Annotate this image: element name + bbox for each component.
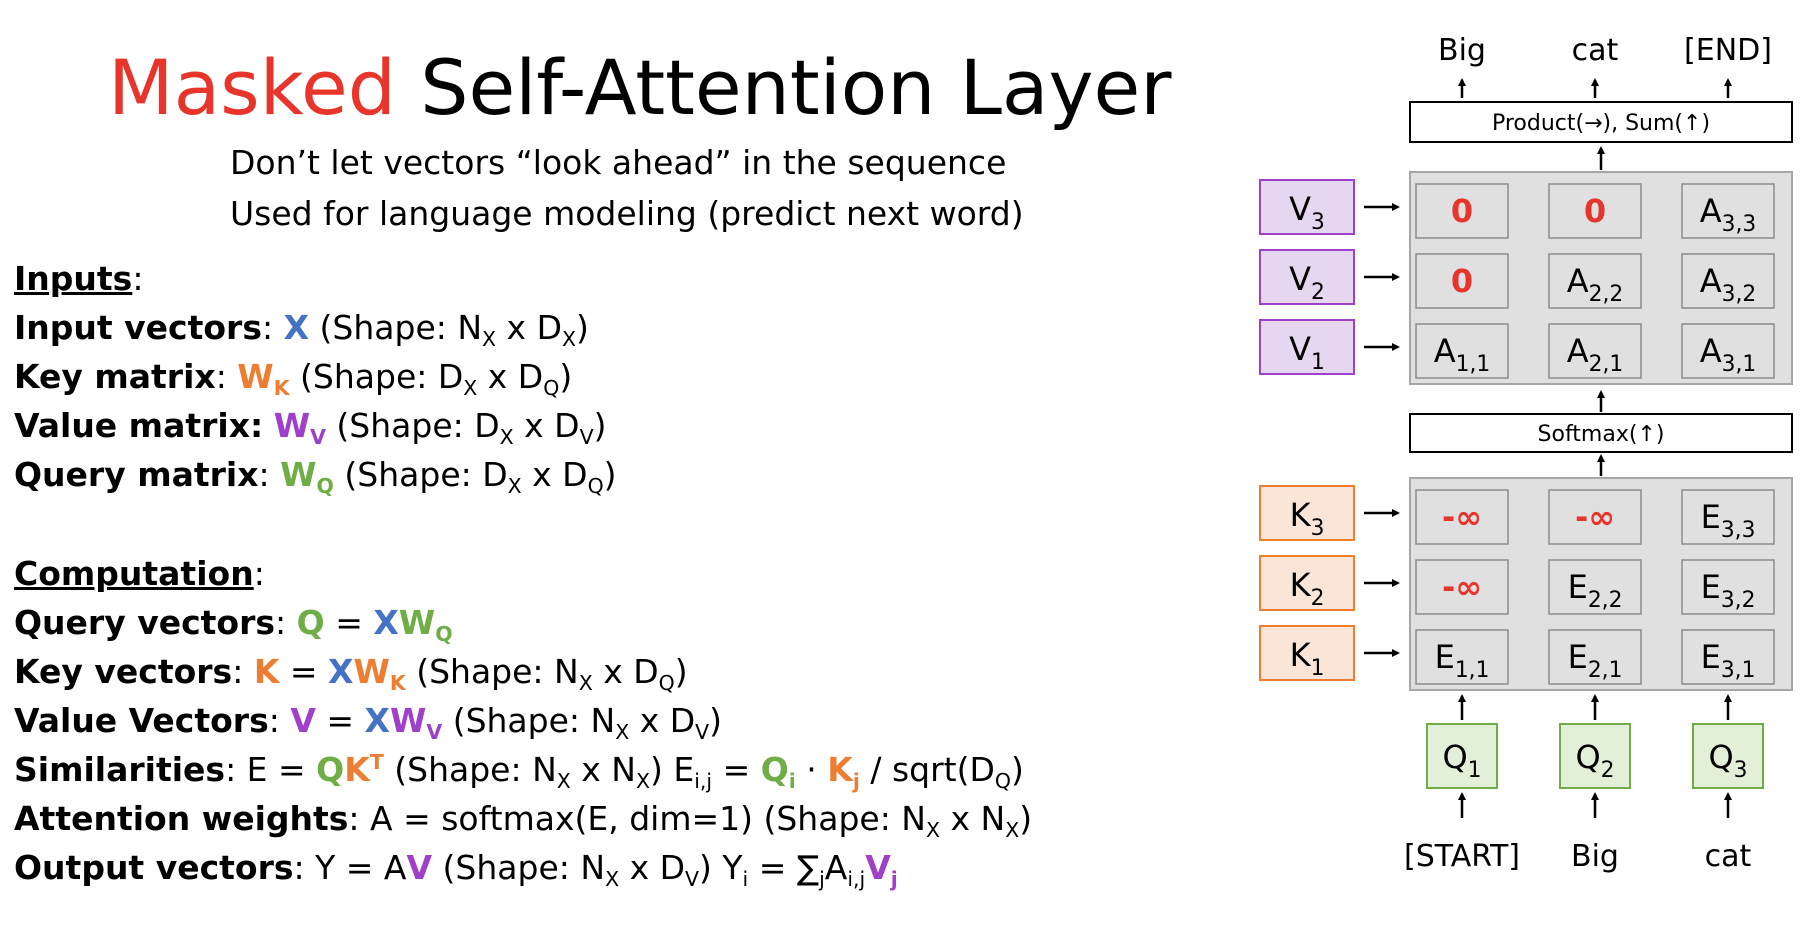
attention-cell (1681, 323, 1775, 379)
wk-symbol: WK (237, 357, 290, 401)
similarity-cell (1681, 629, 1775, 685)
x-symbol: X (283, 308, 310, 347)
attention-cell-label: A3,3 (1700, 192, 1756, 237)
attention-cell (1415, 183, 1509, 239)
attention-cell (1681, 253, 1775, 309)
attention-weights-line: Attention weights: A = softmax(E, dim=1)… (14, 799, 1033, 843)
similarity-cell-label: E2,1 (1568, 638, 1623, 683)
query-box-1 (1426, 723, 1498, 789)
input-vectors-line: Input vectors: X (Shape: NX x DX) (14, 308, 589, 352)
query-box-2 (1559, 723, 1631, 789)
similarity-cell (1415, 489, 1509, 545)
key-label-box (1259, 625, 1355, 681)
attention-cell (1681, 183, 1775, 239)
key-matrix-line: Key matrix: WK (Shape: DX x DQ) (14, 357, 573, 401)
output-word-2: cat (1572, 33, 1619, 68)
attention-cell-label: A3,2 (1700, 262, 1756, 307)
product-sum-label: Product(→), Sum(↑) (1492, 111, 1710, 136)
title-highlight: Masked (108, 43, 397, 132)
attention-cell-label: A2,1 (1567, 332, 1623, 377)
query-label-2: Q2 (1575, 738, 1614, 783)
subtitle-line-1: Don’t let vectors “look ahead” in the se… (230, 143, 1007, 182)
attention-cell-label: 0 (1584, 192, 1606, 230)
value-label-box (1259, 319, 1355, 375)
title-rest: Self-Attention Layer (396, 43, 1172, 132)
similarity-cell-label: -∞ (1575, 498, 1615, 536)
input-word-3: cat (1705, 839, 1752, 874)
similarity-cell (1681, 559, 1775, 615)
similarity-cell-label: E3,1 (1701, 638, 1756, 683)
attention-cell (1415, 253, 1509, 309)
computation-header: Computation: (14, 554, 265, 593)
attention-cell (1548, 253, 1642, 309)
softmax-box (1409, 413, 1793, 453)
attention-cell-label: A2,2 (1567, 262, 1623, 307)
query-box-3 (1692, 723, 1764, 789)
similarity-cell (1548, 489, 1642, 545)
softmax-label: Softmax(↑) (1538, 422, 1665, 447)
attention-cell (1548, 323, 1642, 379)
query-vectors-line: Query vectors: Q = XWQ (14, 603, 453, 647)
similarity-cell (1415, 629, 1509, 685)
similarity-cell (1681, 489, 1775, 545)
similarity-cell-label: -∞ (1442, 568, 1482, 606)
wq-symbol: WQ (280, 455, 334, 499)
inputs-header: Inputs: (14, 259, 144, 298)
value-label: V2 (1289, 260, 1325, 305)
product-sum-box (1409, 101, 1793, 143)
similarity-cell (1548, 559, 1642, 615)
key-label-box (1259, 485, 1355, 541)
value-label-box (1259, 249, 1355, 305)
key-vectors-line: Key vectors: K = XWK (Shape: NX x DQ) (14, 652, 688, 696)
similarities-line: Similarities: E = QKT (Shape: NX x NX) E… (14, 750, 1024, 794)
similarity-cell-label: -∞ (1442, 498, 1482, 536)
attention-cell-label: 0 (1451, 192, 1473, 230)
key-label: K2 (1290, 566, 1325, 611)
wv-symbol: WV (273, 406, 326, 450)
query-label-3: Q3 (1708, 738, 1747, 783)
value-label: V3 (1289, 190, 1325, 235)
similarity-cell-label: E2,2 (1568, 568, 1623, 613)
value-matrix-line: Value matrix: WV (Shape: DX x DV) (14, 406, 607, 450)
input-word-2: Big (1571, 839, 1619, 874)
attention-cell-label: A3,1 (1700, 332, 1756, 377)
key-label: K1 (1290, 636, 1325, 681)
attention-cell-label: 0 (1451, 262, 1473, 300)
value-vectors-line: Value Vectors: V = XWV (Shape: NX x DV) (14, 701, 722, 745)
similarity-cell-label: E3,2 (1701, 568, 1756, 613)
slide-title: Masked Self-Attention Layer (108, 50, 1171, 126)
key-label-box (1259, 555, 1355, 611)
output-word-1: Big (1438, 33, 1486, 68)
attention-cell (1415, 323, 1509, 379)
value-label-box (1259, 179, 1355, 235)
query-matrix-line: Query matrix: WQ (Shape: DX x DQ) (14, 455, 617, 499)
attention-cell (1548, 183, 1642, 239)
similarity-cell (1548, 629, 1642, 685)
similarity-cell-label: E3,3 (1701, 498, 1756, 543)
similarity-cell-label: E1,1 (1435, 638, 1490, 683)
output-word-3: [END] (1684, 33, 1772, 68)
subtitle-line-2: Used for language modeling (predict next… (230, 194, 1024, 233)
query-label-1: Q1 (1442, 738, 1481, 783)
value-label: V1 (1289, 330, 1325, 375)
attention-cell-label: A1,1 (1434, 332, 1490, 377)
input-word-1: [START] (1404, 839, 1520, 874)
output-vectors-line: Output vectors: Y = AV (Shape: NX x DV) … (14, 848, 898, 892)
similarity-cell (1415, 559, 1509, 615)
key-label: K3 (1290, 496, 1325, 541)
